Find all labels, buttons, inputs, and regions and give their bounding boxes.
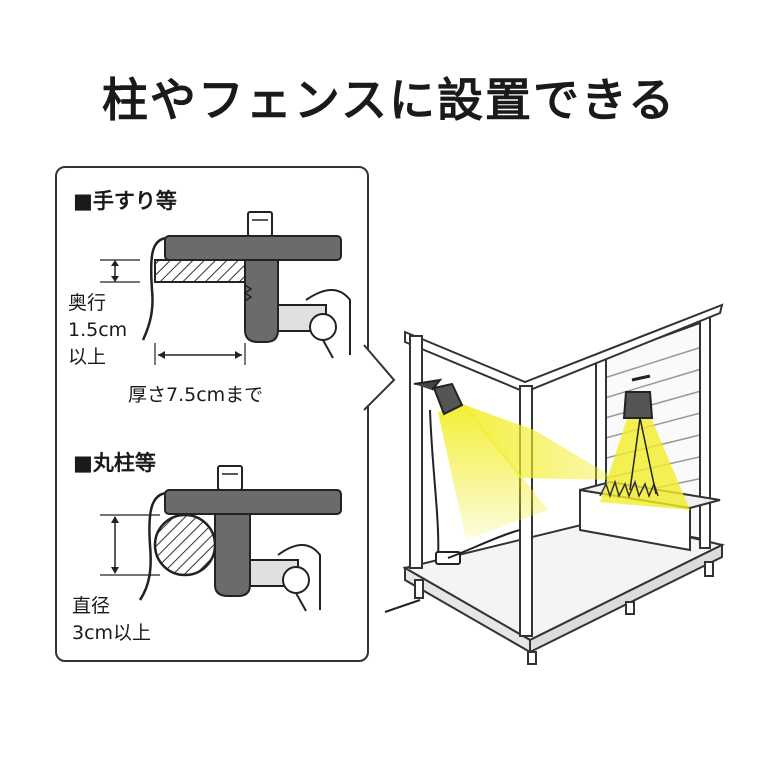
balcony-scene [384, 303, 725, 665]
round-pole-clamp-diagram [100, 465, 342, 612]
diameter-label: 直径 3cm以上 [72, 595, 152, 644]
handrail-clamp-diagram [100, 211, 351, 365]
thickness-label: 厚さ7.5cmまで [128, 384, 264, 406]
depth-label: 奥行 1.5cm 以上 [68, 292, 128, 368]
page-title: 柱やフェンスに設置できる [101, 73, 677, 127]
section-heading-handrail: ■手すり等 [73, 189, 177, 213]
section-heading-round-pole: ■丸柱等 [73, 451, 156, 475]
panel-pointer [363, 344, 396, 411]
